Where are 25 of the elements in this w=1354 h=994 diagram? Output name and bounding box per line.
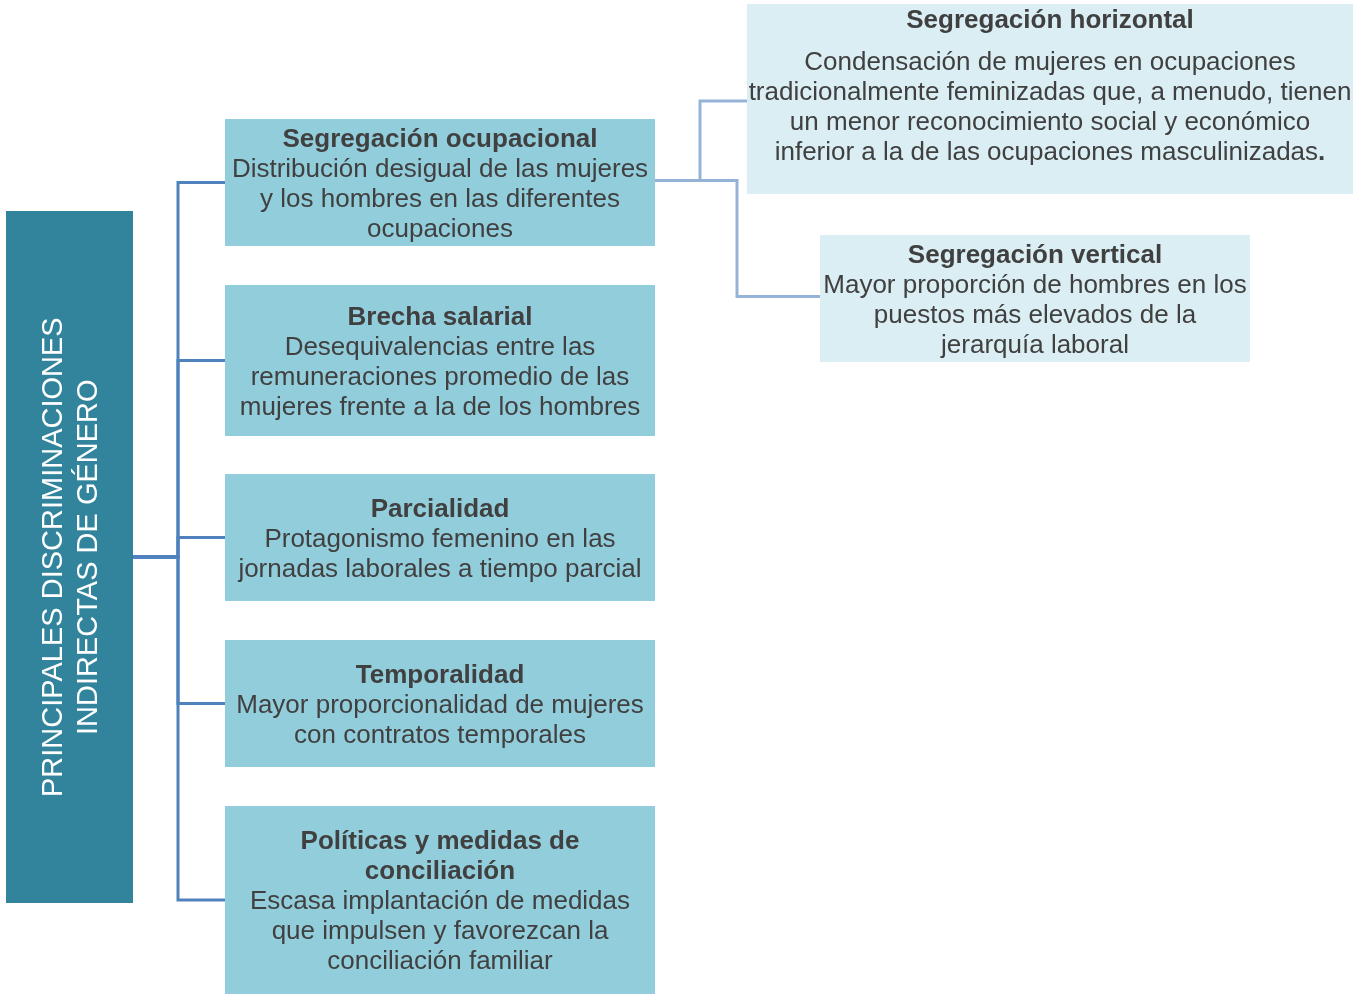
box-heading: Brecha salarial xyxy=(347,300,533,331)
text-box xyxy=(225,285,655,436)
box-heading: Políticas y medidas de conciliación xyxy=(299,825,581,885)
connector-line xyxy=(655,179,820,298)
box-heading: Segregación horizontal xyxy=(906,4,1194,34)
box-description: Desequivalencias entre las remuneraciones promedio de las mujeres frente a la de los hombres xyxy=(238,330,642,421)
box-description: Condensación de mujeres en ocupaciones tradicionalmente feminizadas que, a menudo, tienen un menor reconocimiento social y económico inferior a la de las ocupaciones masculinizadas. xyxy=(747,46,1353,166)
box-heading: Segregación vertical xyxy=(907,238,1163,269)
text-box xyxy=(225,640,655,767)
text-box xyxy=(747,4,1353,194)
box-description: Mayor proporcionalidad de mujeres con contratos temporales xyxy=(235,688,645,749)
box-heading: Temporalidad xyxy=(355,658,525,689)
connector-line xyxy=(133,555,225,902)
box-description: Protagonismo femenino en las jornadas laborales a tiempo parcial xyxy=(237,522,643,583)
box-heading: Segregación ocupacional xyxy=(282,122,598,153)
text-box xyxy=(225,474,655,601)
text-box xyxy=(820,235,1250,362)
text-box xyxy=(225,806,655,994)
category-band xyxy=(6,211,133,903)
band-title: PRINCIPALES DISCRIMINACIONES INDIRECTAS DE GÉNERO xyxy=(34,316,104,799)
text-box xyxy=(225,119,655,246)
box-description: Distribución desigual de las mujeres y los hombres en las diferentes ocupaciones xyxy=(230,152,650,243)
box-heading: Parcialidad xyxy=(370,492,510,523)
box-description: Mayor proporción de hombres en los puestos más elevados de la jerarquía laboral xyxy=(822,268,1248,359)
box-description: Escasa implantación de medidas que impulsen y favorezcan la conciliación familiar xyxy=(248,885,632,975)
